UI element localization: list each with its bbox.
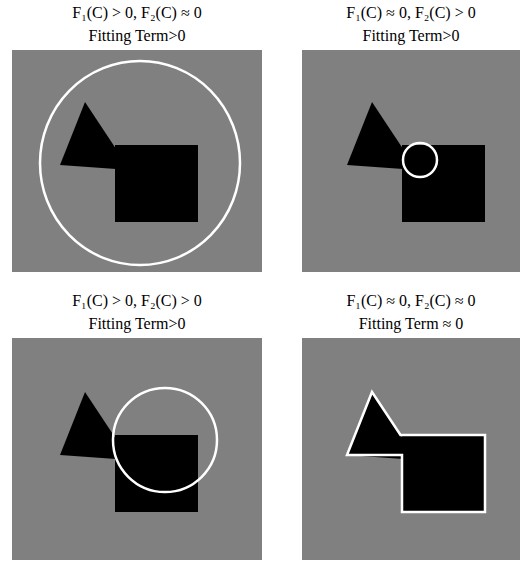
condition-label: F₁(C) > 0, F₂(C) > 0 [72,292,202,310]
fitting-label: Fitting Term>0 [363,27,460,45]
condition-label: F₁(C) ≈ 0, F₂(C) ≈ 0 [346,292,475,310]
panel [302,50,520,272]
panel [12,338,262,560]
fitting-label: Fitting Term>0 [89,315,186,333]
condition-label: F₁(C) ≈ 0, F₂(C) > 0 [346,4,475,22]
fitting-label: Fitting Term ≈ 0 [359,315,464,333]
fitting-label: Fitting Term>0 [89,27,186,45]
panel [302,338,520,560]
panel [12,50,262,272]
condition-label: F₁(C) > 0, F₂(C) ≈ 0 [72,4,201,22]
